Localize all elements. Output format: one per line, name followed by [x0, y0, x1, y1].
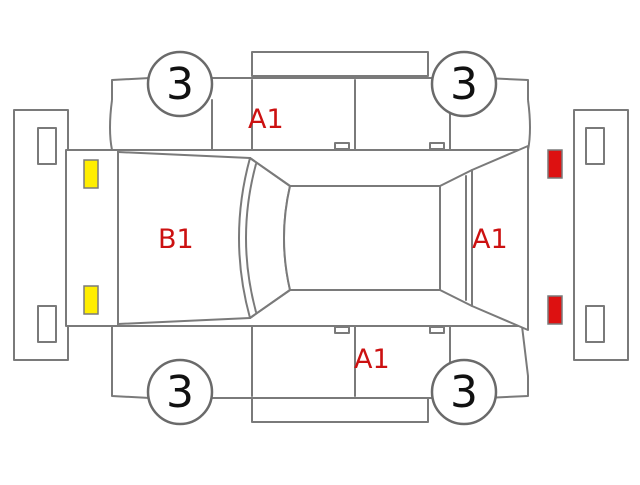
wheel-rear-right: 3	[430, 358, 498, 426]
damage-code-top-side: A1	[248, 104, 284, 135]
damage-code-bottom-side: A1	[354, 344, 390, 375]
wheel-front-left: 3	[146, 50, 214, 118]
wheel-rear-left: 3	[430, 50, 498, 118]
front-lamp-bottom	[83, 285, 99, 315]
rear-lamp-bottom	[547, 295, 563, 325]
wheel-front-right-rating: 3	[166, 367, 194, 418]
front-lamp-top	[83, 159, 99, 189]
damage-code-trunk: A1	[472, 224, 508, 255]
damage-code-hood: B1	[158, 224, 194, 255]
front-bumper	[13, 109, 69, 361]
wheel-front-left-rating: 3	[166, 59, 194, 110]
wheel-rear-left-rating: 3	[450, 59, 478, 110]
wheel-rear-right-rating: 3	[450, 367, 478, 418]
rear-lamp-top	[547, 149, 563, 179]
rear-bumper	[573, 109, 629, 361]
wheel-front-right: 3	[146, 358, 214, 426]
roof-strip-top	[251, 51, 429, 77]
car-body	[65, 145, 529, 331]
roof-strip-bottom	[251, 397, 429, 423]
